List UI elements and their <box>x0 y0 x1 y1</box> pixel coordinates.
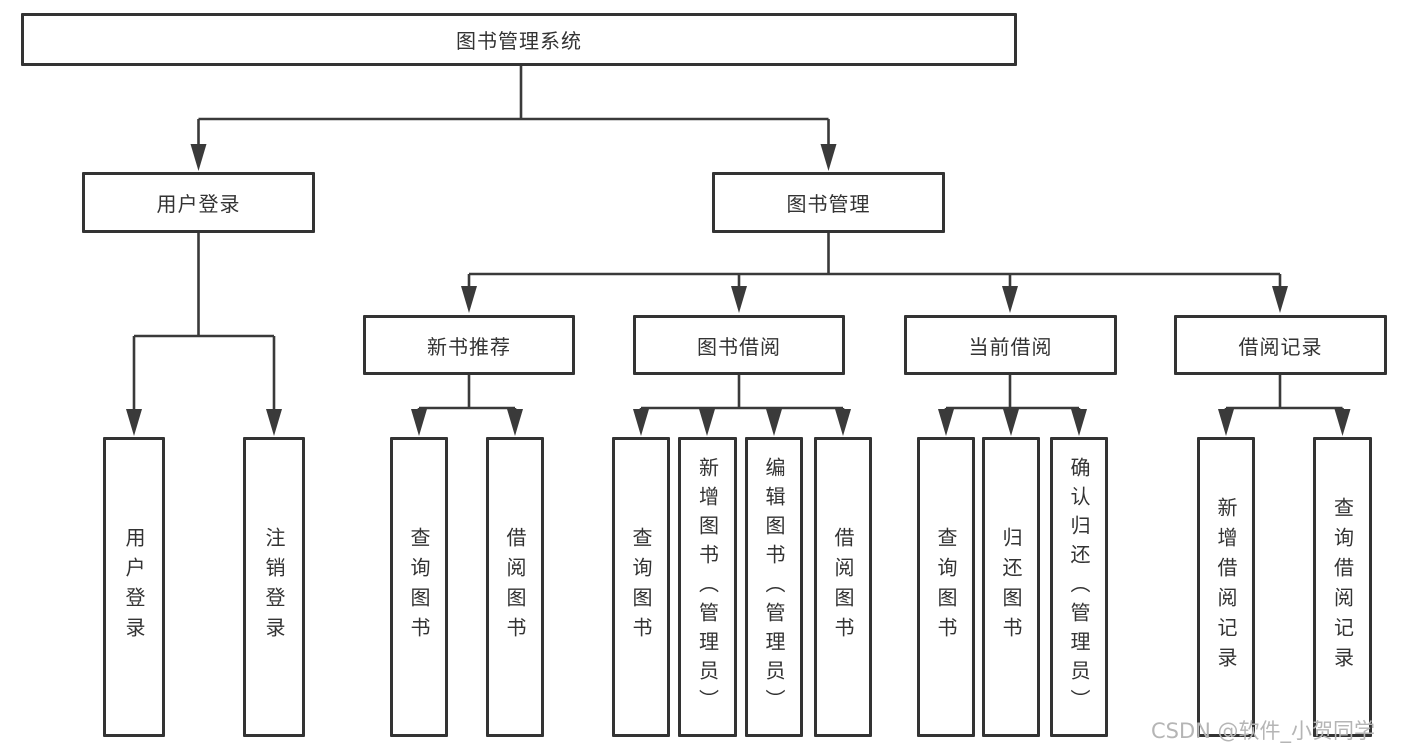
node-label: 用户登录 <box>122 527 146 647</box>
connector-borrow-records <box>1224 373 1344 414</box>
leaf-query-books: 查询图书 <box>612 437 670 737</box>
leaf-logout: 注销登录 <box>243 437 305 737</box>
node-new-book-recommend: 新书推荐 <box>363 315 575 375</box>
leaf-query-borrow-record: 查询借阅记录 <box>1313 437 1372 737</box>
leaf-borrow-books: 借阅图书 <box>486 437 544 737</box>
node-label: 查询图书 <box>407 527 431 647</box>
leaf-add-borrow-record: 新增借阅记录 <box>1197 437 1255 737</box>
node-user-login: 用户登录 <box>82 172 315 233</box>
watermark: CSDN @软件_小贺同学 <box>1151 719 1376 743</box>
node-book-management: 图书管理 <box>712 172 945 233</box>
connector-current-borrow <box>944 373 1081 414</box>
node-label: 图书管理 <box>786 192 871 216</box>
node-label: 查询图书 <box>629 527 653 647</box>
connector-new-book <box>417 373 517 414</box>
leaf-borrow-books: 借阅图书 <box>814 437 872 737</box>
node-label: 借阅记录 <box>1238 334 1323 359</box>
node-label: 图书借阅 <box>697 334 781 359</box>
leaf-edit-books-admin: 编辑图书（管理员） <box>745 437 803 737</box>
node-book-management-system: 图书管理系统 <box>21 13 1017 66</box>
node-book-borrow: 图书借阅 <box>633 315 845 375</box>
connector-user-login <box>132 230 276 413</box>
node-label: 用户登录 <box>156 192 241 216</box>
leaf-query-books: 查询图书 <box>917 437 975 737</box>
node-label: 编辑图书（管理员） <box>762 456 786 718</box>
node-label: 当前借阅 <box>968 334 1053 359</box>
node-label: 确认归还（管理员） <box>1067 456 1091 718</box>
connector-book-management <box>467 230 1282 291</box>
node-label: 注销登录 <box>262 527 286 647</box>
arrowheads <box>126 144 1351 436</box>
node-label: 新书推荐 <box>427 334 511 359</box>
node-label: 查询图书 <box>934 527 958 647</box>
node-current-borrow: 当前借阅 <box>904 315 1117 375</box>
leaf-query-books: 查询图书 <box>390 437 448 737</box>
node-label: 图书管理系统 <box>456 29 582 53</box>
node-borrow-records: 借阅记录 <box>1174 315 1387 375</box>
node-label: 查询借阅记录 <box>1330 497 1355 677</box>
leaf-user-login: 用户登录 <box>103 437 165 737</box>
leaf-return-books: 归还图书 <box>982 437 1040 737</box>
leaf-confirm-return-admin: 确认归还（管理员） <box>1050 437 1108 737</box>
node-label: 新增借阅记录 <box>1214 497 1238 677</box>
node-label: 归还图书 <box>999 527 1023 647</box>
node-label: 借阅图书 <box>503 527 527 647</box>
node-label: 新增图书（管理员） <box>695 456 720 718</box>
leaf-add-books-admin: 新增图书（管理员） <box>678 437 737 737</box>
connector-book-borrow <box>639 373 845 414</box>
node-label: 借阅图书 <box>831 527 855 647</box>
connector-root <box>197 64 830 147</box>
